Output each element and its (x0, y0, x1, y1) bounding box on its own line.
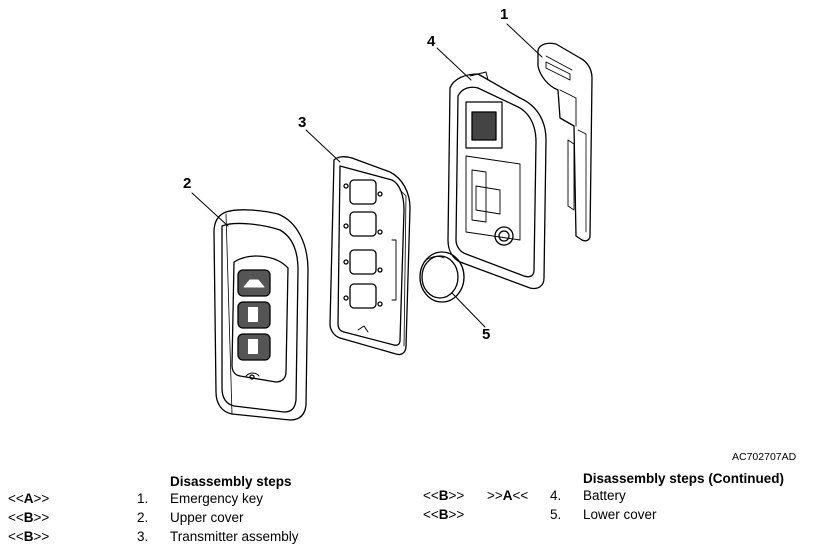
step-ref-secondary: >>A<< (487, 488, 529, 503)
callout-4: 4 (427, 33, 436, 50)
step-name: Battery (583, 488, 626, 503)
step-ref: <<B>> (423, 507, 465, 522)
step-name: Transmitter assembly (170, 529, 299, 544)
step-number: 3. (137, 529, 149, 544)
step-number: 1. (137, 491, 149, 506)
callout-leader-lines (191, 23, 543, 328)
exploded-view-illustration (191, 23, 593, 421)
left-table-title: Disassembly steps (170, 474, 292, 489)
upper-cover-drawing (213, 209, 309, 421)
callout-5: 5 (482, 326, 491, 343)
step-name: Lower cover (583, 507, 657, 522)
callout-2: 2 (183, 175, 192, 192)
figure-code: AC702707AD (732, 451, 797, 463)
callout-1: 1 (500, 6, 509, 23)
step-ref: <<B>> (8, 529, 50, 544)
transmitter-assembly-drawing (329, 156, 411, 356)
emergency-key-drawing (537, 42, 593, 242)
step-number: 5. (550, 507, 562, 522)
step-ref: <<B>> (423, 488, 465, 503)
step-ref: <<A>> (8, 491, 50, 506)
step-number: 2. (137, 510, 149, 525)
lower-cover-drawing (447, 71, 547, 290)
battery-drawing (419, 251, 465, 303)
step-name: Upper cover (170, 510, 244, 525)
step-number: 4. (550, 488, 562, 503)
right-table-title: Disassembly steps (Continued) (583, 471, 785, 486)
step-ref: <<B>> (8, 510, 50, 525)
callout-3: 3 (298, 114, 307, 131)
step-name: Emergency key (170, 491, 264, 506)
